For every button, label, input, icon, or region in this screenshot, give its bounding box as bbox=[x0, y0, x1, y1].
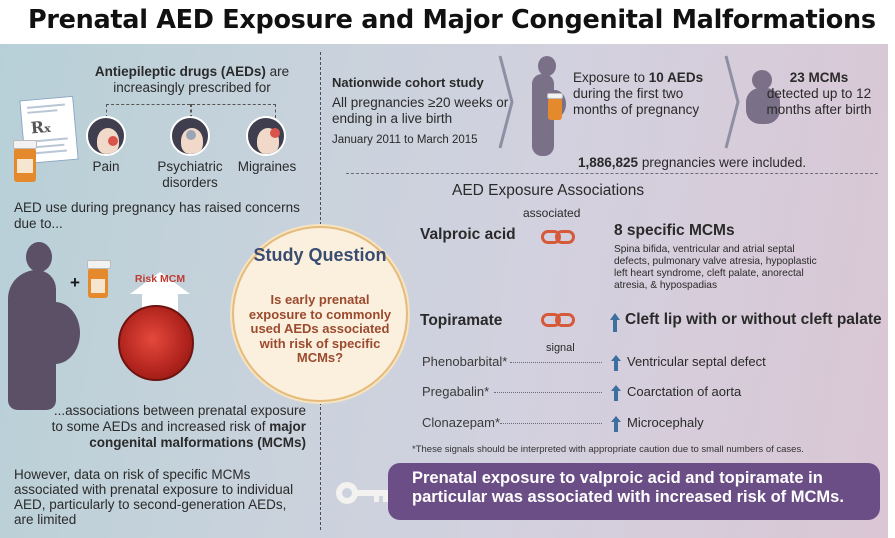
study-question-circle bbox=[232, 226, 408, 402]
association-text: ...associations between prenatal exposur… bbox=[40, 403, 306, 452]
pill-bottle-icon-2 bbox=[87, 260, 111, 298]
aed-intro-rest: are increasingly prescribed for bbox=[113, 64, 290, 96]
brain-icon bbox=[170, 116, 210, 156]
pill-bottle-icon-3 bbox=[547, 93, 563, 120]
included-count: 1,886,825 bbox=[578, 155, 639, 170]
pain-icon bbox=[86, 116, 126, 156]
signal-outcome-microcephaly: Microcephaly bbox=[627, 415, 704, 430]
arrow-up-icon bbox=[610, 313, 621, 332]
aed-intro-bold: Antiepileptic drugs (AEDs) bbox=[94, 64, 266, 79]
drug-topiramate: Topiramate bbox=[420, 312, 503, 329]
signal-drug-pregabalin: Pregabalin* bbox=[422, 384, 490, 399]
signal-line-2 bbox=[494, 392, 602, 393]
mcm-detected-rest: detected up to 12 months after birth bbox=[766, 86, 872, 118]
however-text: However, data on risk of specific MCMs a… bbox=[14, 467, 294, 527]
included-rest: pregnancies were included. bbox=[638, 155, 807, 170]
study-question-title: Study Question bbox=[253, 245, 387, 265]
key-finding-box bbox=[388, 463, 880, 520]
chain-link-icon-2 bbox=[541, 313, 577, 329]
topiramate-outcome: Cleft lip with or without cleft palate bbox=[625, 311, 882, 328]
aed-intro: Antiepileptic drugs (AEDs) are increasin… bbox=[86, 64, 298, 96]
risk-mcm-label: Risk MCM bbox=[134, 273, 186, 285]
signal-label: signal bbox=[546, 342, 575, 354]
arrow-up-icon-3 bbox=[611, 385, 621, 401]
key-finding-text: Prenatal exposure to valproic acid and t… bbox=[412, 469, 844, 506]
exposure-text: Exposure to 10 AEDs during the first two… bbox=[573, 70, 721, 119]
page-title: Prenatal AED Exposure and Major Congenit… bbox=[28, 5, 876, 35]
study-question-text: Is early prenatal exposure to commonly u… bbox=[248, 292, 392, 366]
category-psychiatric: Psychiatric disorders bbox=[157, 159, 223, 191]
key-icon bbox=[336, 480, 390, 506]
signal-outcome-vsd: Ventricular septal defect bbox=[627, 354, 766, 369]
included-text: 1,886,825 pregnancies were included. bbox=[578, 155, 806, 171]
chain-link-icon bbox=[541, 230, 577, 246]
pregnant-belly-silhouette bbox=[30, 302, 80, 364]
mcm-count: 23 MCMs bbox=[789, 70, 849, 85]
category-pain: Pain bbox=[92, 159, 120, 174]
pregnant-woman-icon bbox=[26, 242, 52, 272]
exposure-rest: during the first two months of pregnancy bbox=[573, 86, 700, 118]
associated-label: associated bbox=[523, 206, 581, 220]
signal-drug-clonazepam: Clonazepam* bbox=[422, 415, 501, 430]
valproic-outcome: 8 specific MCMs bbox=[614, 222, 735, 239]
category-bracket-center bbox=[190, 104, 192, 118]
drug-valproic-acid: Valproic acid bbox=[420, 226, 516, 243]
fetus-icon bbox=[118, 305, 194, 381]
plus-sign: + bbox=[70, 273, 80, 292]
associations-title: AED Exposure Associations bbox=[452, 182, 645, 199]
arrow-up-icon-4 bbox=[611, 416, 621, 432]
chevron-right-icon-2 bbox=[724, 55, 740, 149]
valproic-details: Spina bifida, ventricular and atrial sep… bbox=[614, 244, 817, 292]
footnote: *These signals should be interpreted wit… bbox=[412, 444, 804, 455]
baby-body-silhouette bbox=[746, 88, 780, 124]
concern-text: AED use during pregnancy has raised conc… bbox=[14, 200, 300, 232]
cohort-dates: January 2011 to March 2015 bbox=[332, 134, 478, 146]
risk-arrow-icon bbox=[130, 272, 190, 294]
association-text-pre: ...associations between prenatal exposur… bbox=[51, 403, 306, 435]
signal-drug-phenobarbital: Phenobarbital* bbox=[422, 354, 508, 369]
signal-line bbox=[510, 362, 602, 363]
category-migraines: Migraines bbox=[237, 159, 297, 174]
pill-bottle-icon bbox=[13, 140, 37, 182]
chevron-right-icon bbox=[498, 55, 514, 149]
signal-line-3 bbox=[500, 423, 602, 424]
exposure-bold: 10 AEDs bbox=[648, 70, 704, 85]
cohort-title: Nationwide cohort study bbox=[332, 75, 484, 90]
migraine-icon bbox=[246, 116, 286, 156]
pregnant-woman-icon-2 bbox=[538, 56, 556, 76]
mcm-detected-text: 23 MCMs detected up to 12 months after b… bbox=[763, 70, 875, 119]
horizontal-divider bbox=[346, 173, 878, 174]
association-text-bold: major congenital malformations (MCMs) bbox=[89, 419, 306, 451]
cohort-description: All pregnancies ≥20 weeks or ending in a… bbox=[332, 95, 509, 127]
arrow-up-icon-2 bbox=[611, 355, 621, 371]
exposure-pre: Exposure to bbox=[573, 70, 649, 85]
baby-icon bbox=[752, 70, 772, 90]
signal-outcome-coarctation: Coarctation of aorta bbox=[627, 384, 742, 399]
